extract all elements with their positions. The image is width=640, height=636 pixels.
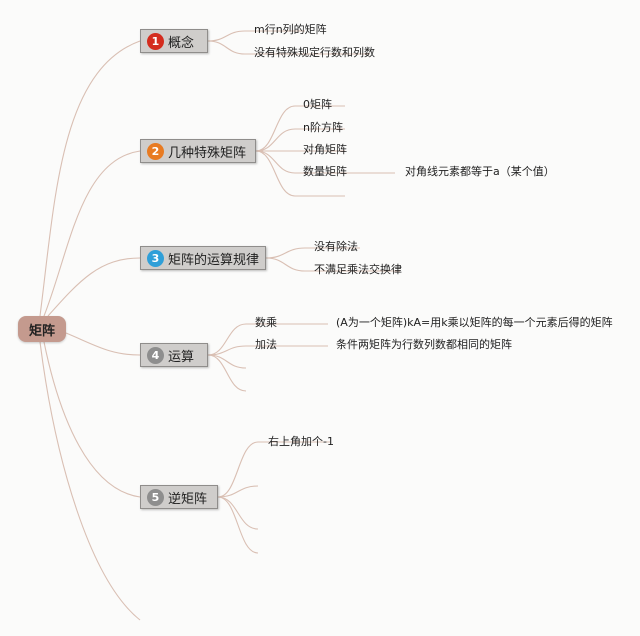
connector-4-3 xyxy=(207,354,247,369)
connector-root-branch-1 xyxy=(39,40,141,317)
leaf-2-4-detail[interactable]: 对角线元素都等于a（某个值） xyxy=(405,165,555,178)
leaf-2-1[interactable]: 0矩阵 xyxy=(303,98,332,111)
connector-root-branch-5 xyxy=(43,341,141,498)
branch-node-1[interactable]: 1 概念 xyxy=(140,29,208,53)
connector-1-1 xyxy=(207,30,305,42)
leaf-1-1[interactable]: m行n列的矩阵 xyxy=(254,23,327,36)
leaf-1-2[interactable]: 没有特殊规定行数和列数 xyxy=(254,46,375,59)
branch-label-2: 几种特殊矩阵 xyxy=(168,145,247,161)
connector-4-1 xyxy=(207,323,328,356)
number-badge-2: 2 xyxy=(147,142,164,160)
branch-label-3: 矩阵的运算规律 xyxy=(168,252,260,268)
leaf-3-2[interactable]: 不满足乘法交换律 xyxy=(314,263,402,276)
leaf-5-1[interactable]: 右上角加个-1 xyxy=(268,435,334,448)
connector-root-branch-3 xyxy=(47,257,141,317)
branch-label-5: 逆矩阵 xyxy=(168,491,208,507)
number-badge-3: 3 xyxy=(147,249,164,267)
root-node[interactable]: 矩阵 xyxy=(18,316,66,342)
connector-2-2 xyxy=(255,128,345,152)
leaf-2-2[interactable]: n阶方阵 xyxy=(303,121,343,134)
number-badge-1: 1 xyxy=(147,32,164,50)
leaf-4-1[interactable]: 数乘 xyxy=(255,316,277,329)
leaf-4-2[interactable]: 加法 xyxy=(255,338,277,351)
branch-label-1: 概念 xyxy=(168,35,195,51)
leaf-4-1-detail[interactable]: (A为一个矩阵)kA=用k乘以矩阵的每一个元素后得的矩阵 xyxy=(336,316,613,329)
connector-root-extra xyxy=(39,341,141,621)
connector-2-1 xyxy=(255,105,345,152)
leaf-2-4[interactable]: 数量矩阵 xyxy=(303,165,347,178)
connector-root-branch-4 xyxy=(65,332,141,356)
branch-label-4: 运算 xyxy=(168,349,195,365)
connector-4-2 xyxy=(207,345,328,356)
leaf-2-3[interactable]: 对角矩阵 xyxy=(303,143,347,156)
branch-node-3[interactable]: 3 矩阵的运算规律 xyxy=(140,246,266,270)
connector-3-1 xyxy=(265,247,360,259)
branch-node-4[interactable]: 4 运算 xyxy=(140,343,208,367)
connector-3-2 xyxy=(265,257,400,272)
branch-node-2[interactable]: 2 几种特殊矩阵 xyxy=(140,139,256,163)
leaf-3-1[interactable]: 没有除法 xyxy=(314,240,358,253)
connector-1-2 xyxy=(207,40,370,55)
connector-5-2 xyxy=(217,485,259,498)
connector-5-4 xyxy=(217,496,259,554)
leaf-4-2-detail[interactable]: 条件两矩阵为行数列数都相同的矩阵 xyxy=(336,338,512,351)
connector-5-1 xyxy=(217,441,330,498)
branch-node-5[interactable]: 5 逆矩阵 xyxy=(140,485,218,509)
number-badge-4: 4 xyxy=(147,346,164,364)
connector-2-5 xyxy=(255,150,345,197)
number-badge-5: 5 xyxy=(147,488,164,506)
connector-4-4 xyxy=(207,354,247,392)
connector-root-branch-2 xyxy=(43,150,141,317)
